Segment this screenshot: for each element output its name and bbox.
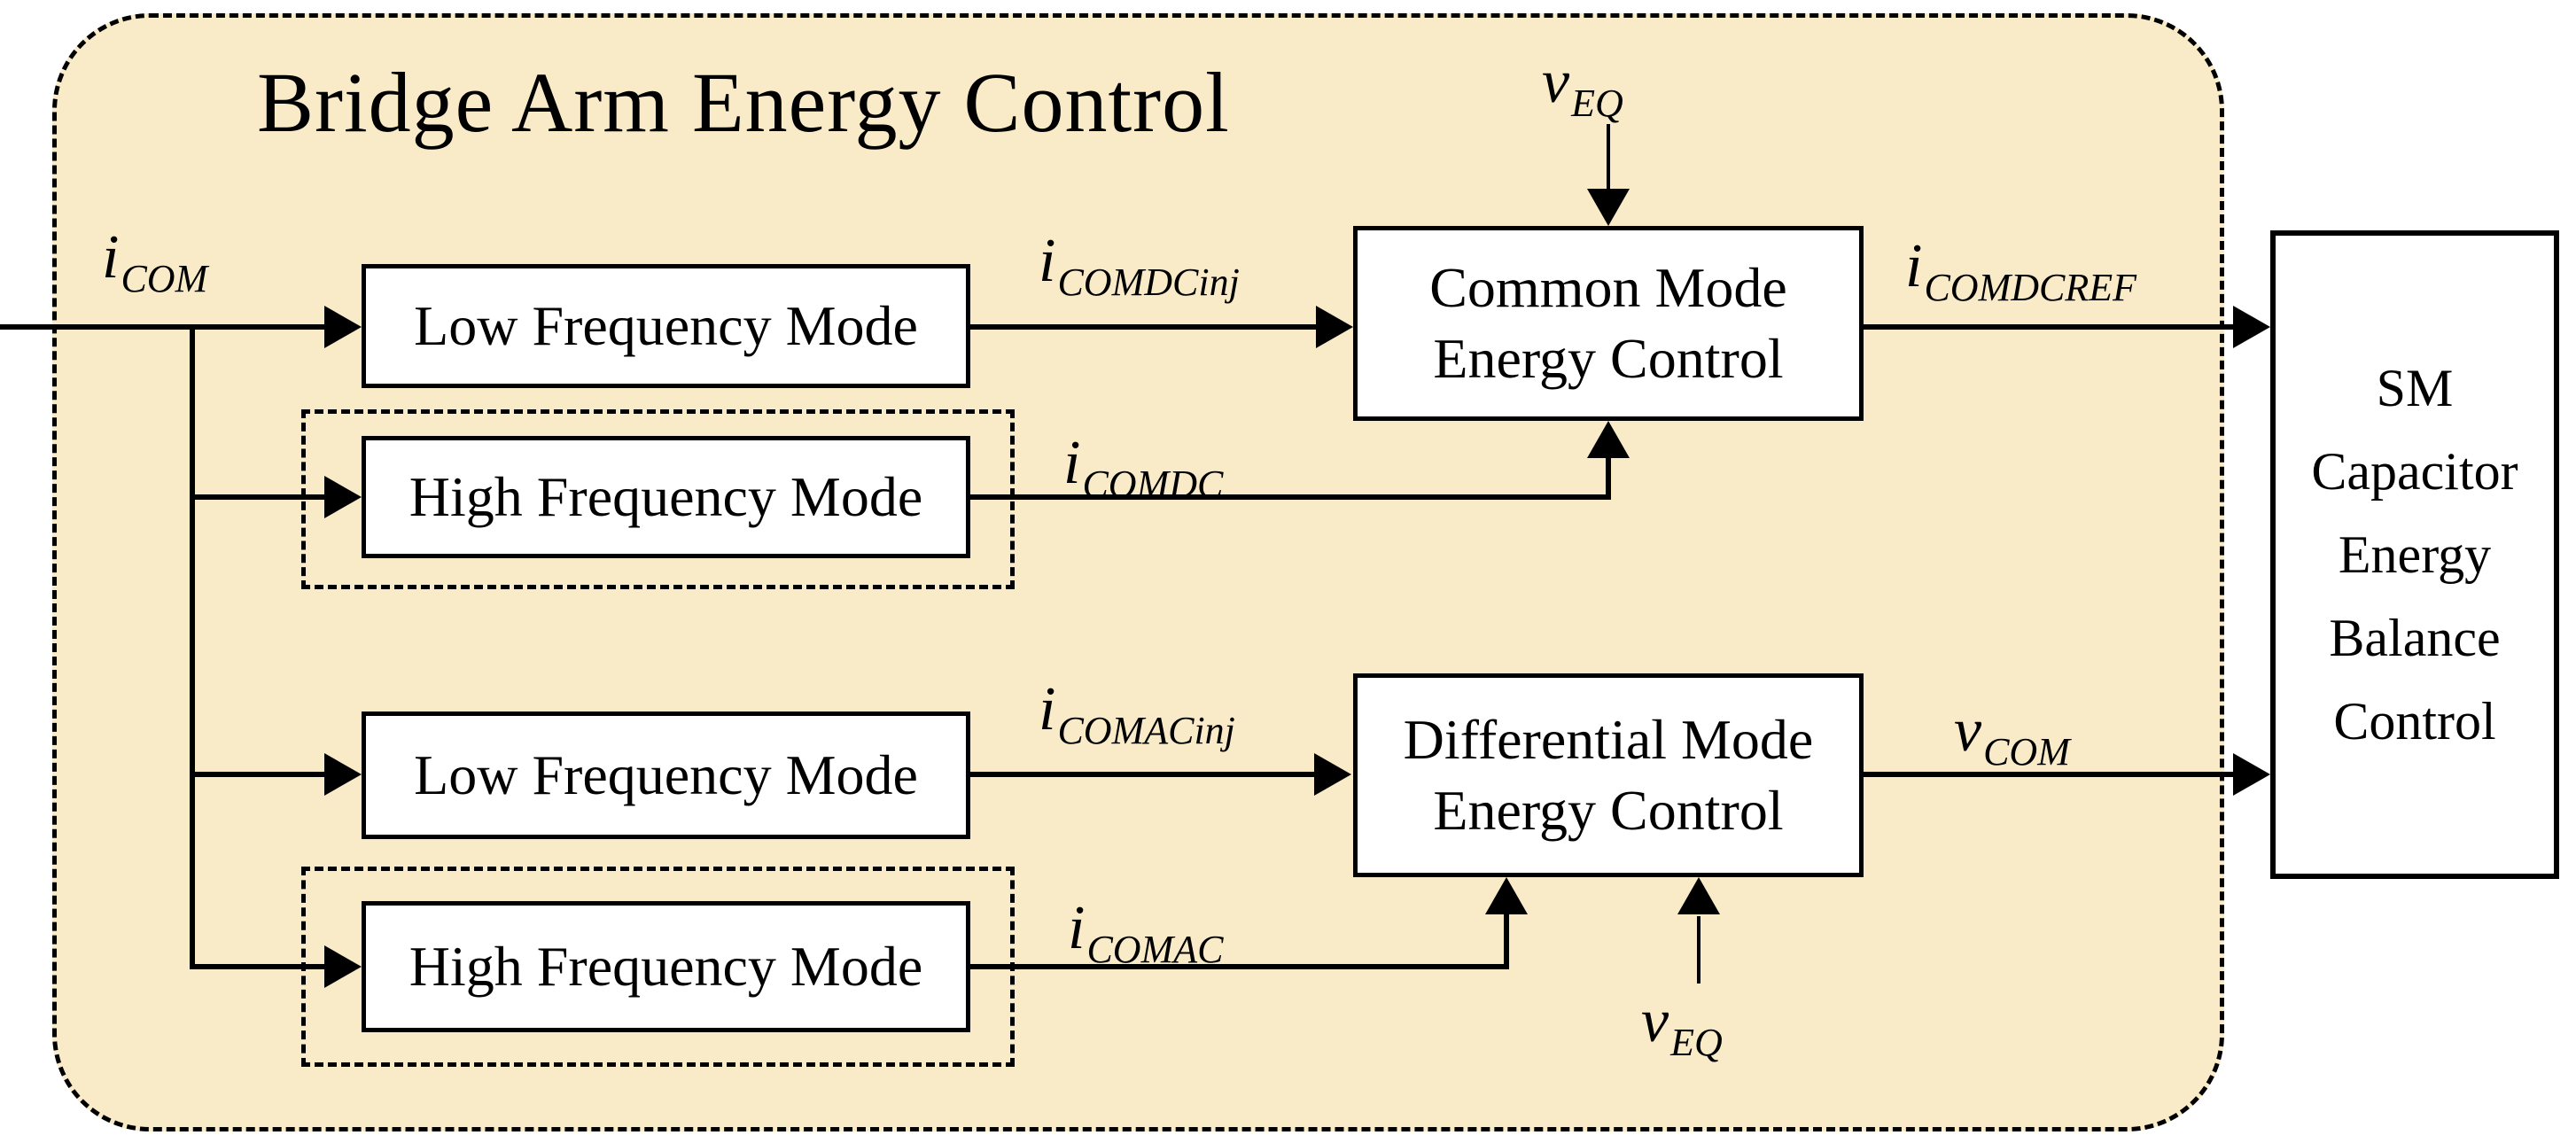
block-sm-capacitor-energy-balance-control: SM Capacitor Energy Balance Control [2270,230,2559,879]
icomdc-sub: COMDC [1082,463,1224,506]
signal-label-icomac: iCOMAC [1068,890,1223,988]
sm-label-line5: Control [2333,692,2496,750]
icomac-base: i [1068,894,1086,962]
block-high-frequency-mode-dc: High Frequency Mode [362,436,970,558]
icomac-line-horizontal [970,964,1509,969]
veq-bottom-sub: EQ [1670,1021,1723,1064]
block-low-frequency-mode-ac: Low Frequency Mode [362,711,970,839]
arrowhead-into-low-frequency-ac [324,753,362,796]
veq-top-base: v [1542,48,1570,116]
veq-top-stem-line [1607,124,1610,190]
block-high-frequency-mode-dc-label: High Frequency Mode [409,465,923,528]
signal-label-icomdcinj: iCOMDCinj [1039,223,1240,321]
icom-sub: COM [121,257,208,300]
sm-label-line1: SM [2376,359,2454,417]
signal-label-icomacinj: iCOMACinj [1039,672,1235,769]
signal-label-icom: iCOM [102,220,207,317]
arrowhead-icomdcref-into-sm-box [2233,306,2270,348]
block-low-frequency-mode-ac-label: Low Frequency Mode [414,743,918,806]
block-high-frequency-mode-ac-label: High Frequency Mode [409,935,923,998]
icom-input-line [0,324,328,330]
icomdcinj-base: i [1039,227,1056,295]
signal-label-icomdc: iCOMDC [1063,425,1223,523]
block-differential-mode-energy-control: Differential Mode Energy Control [1353,673,1864,877]
icomacinj-sub: COMACinj [1057,709,1235,752]
arrowhead-icomac-into-diff-mode [1485,877,1528,914]
icomacinj-base: i [1039,675,1056,743]
block-low-frequency-mode-dc-label: Low Frequency Mode [414,294,918,357]
arrowhead-icomacinj-into-diff-mode [1314,753,1351,796]
signal-label-icomdcref: iCOMDCREF [1905,229,2136,326]
veq-bottom-base: v [1641,987,1669,1055]
high-frequency-ac-dashed-frame [301,867,1015,1067]
high-frequency-dc-dashed-frame [301,409,1015,589]
icomdcref-line [1864,324,2235,330]
common-mode-label-line1: Common Mode [1429,256,1787,319]
icomacinj-line [970,772,1316,777]
icomdcref-base: i [1905,232,1923,300]
block-high-frequency-mode-ac: High Frequency Mode [362,901,970,1032]
branch-line-to-high-frequency-ac [192,964,328,969]
icom-branch-vertical-line [190,324,195,969]
icomdc-base: i [1063,429,1081,497]
icom-base: i [102,223,120,292]
arrowhead-veq-into-common-mode [1587,189,1630,226]
diff-mode-label-line2: Energy Control [1433,779,1784,842]
icomdc-line-horizontal [970,494,1611,500]
block-low-frequency-mode-dc: Low Frequency Mode [362,264,970,388]
arrowhead-icomdcinj-into-common-mode [1316,306,1353,348]
arrowhead-veq-into-diff-mode [1677,877,1720,914]
signal-label-veq-bottom: vEQ [1641,984,1723,1081]
veq-top-sub: EQ [1571,82,1623,125]
arrowhead-icomdc-into-common-mode [1587,421,1630,458]
veq-bottom-stem-line [1697,916,1700,984]
panel-title: Bridge Arm Energy Control [257,55,1230,150]
icomdcinj-sub: COMDCinj [1057,260,1240,304]
icomdc-line-vertical [1606,456,1611,500]
sm-label-line2: Capacitor [2311,442,2518,501]
signal-label-veq-top: vEQ [1542,44,1623,142]
common-mode-label-line2: Energy Control [1433,327,1784,390]
arrowhead-into-high-frequency-dc [324,476,362,518]
signal-label-vcom: vCOM [1954,693,2070,790]
vcom-line [1864,772,2235,777]
sm-label-line4: Balance [2329,609,2501,667]
icomac-sub: COMAC [1086,928,1224,971]
vcom-base: v [1954,696,1982,765]
arrowhead-into-low-frequency-dc [324,306,362,348]
icomac-line-vertical [1504,913,1509,969]
icomdcinj-line [970,324,1318,330]
block-common-mode-energy-control: Common Mode Energy Control [1353,226,1864,421]
branch-line-to-low-frequency-ac [192,772,328,777]
icomdcref-sub: COMDCREF [1924,266,2136,309]
vcom-sub: COM [1983,730,2070,774]
arrowhead-vcom-into-sm-box [2233,753,2270,796]
sm-label-line3: Energy [2338,525,2492,584]
branch-line-to-high-frequency-dc [192,494,328,500]
diff-mode-label-line1: Differential Mode [1403,708,1814,771]
arrowhead-into-high-frequency-ac [324,945,362,988]
